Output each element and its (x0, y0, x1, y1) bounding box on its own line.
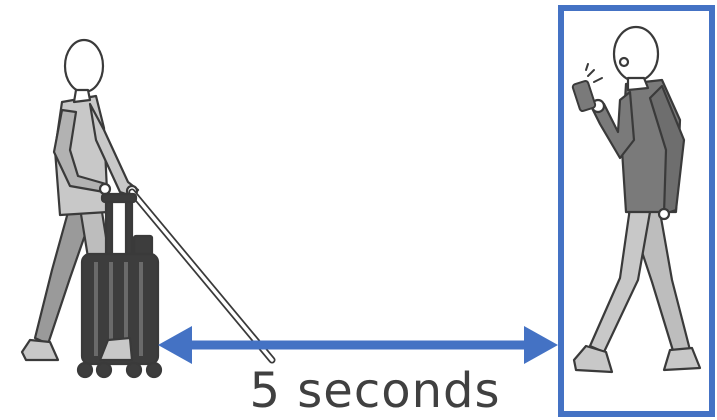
suitcase-handle (104, 196, 114, 258)
arrowhead-right (524, 326, 558, 364)
highlight-box (558, 5, 715, 417)
pedestrian-head (612, 25, 660, 83)
suitcase-wheel (125, 361, 143, 379)
smartphone-icon (571, 63, 603, 113)
arrowhead-left (158, 326, 192, 364)
pedestrian-front-shoe (572, 344, 614, 374)
traveller-hand (98, 182, 112, 196)
pedestrian-ear (618, 56, 630, 68)
suitcase-wheel (145, 361, 163, 379)
suitcase-wheel (76, 361, 94, 379)
pedestrian-neck (626, 76, 650, 92)
distance-label: 5 seconds (249, 363, 501, 419)
pedestrian-back-shoe (662, 346, 702, 372)
traveller-head (63, 38, 105, 94)
suitcase-handle (124, 196, 134, 258)
pedestrian-figure (572, 25, 702, 374)
traveller-neck (72, 88, 92, 104)
traveller-back-shoe (20, 338, 60, 362)
traveller-front-shoe (98, 336, 134, 362)
pedestrian-hand (657, 207, 671, 221)
suitcase (76, 192, 163, 379)
suitcase-wheel (95, 361, 113, 379)
pedestrian-front-leg (588, 206, 652, 354)
distance-arrow (158, 326, 558, 364)
white-cane (128, 188, 276, 364)
suitcase-handle-grip (100, 192, 138, 204)
